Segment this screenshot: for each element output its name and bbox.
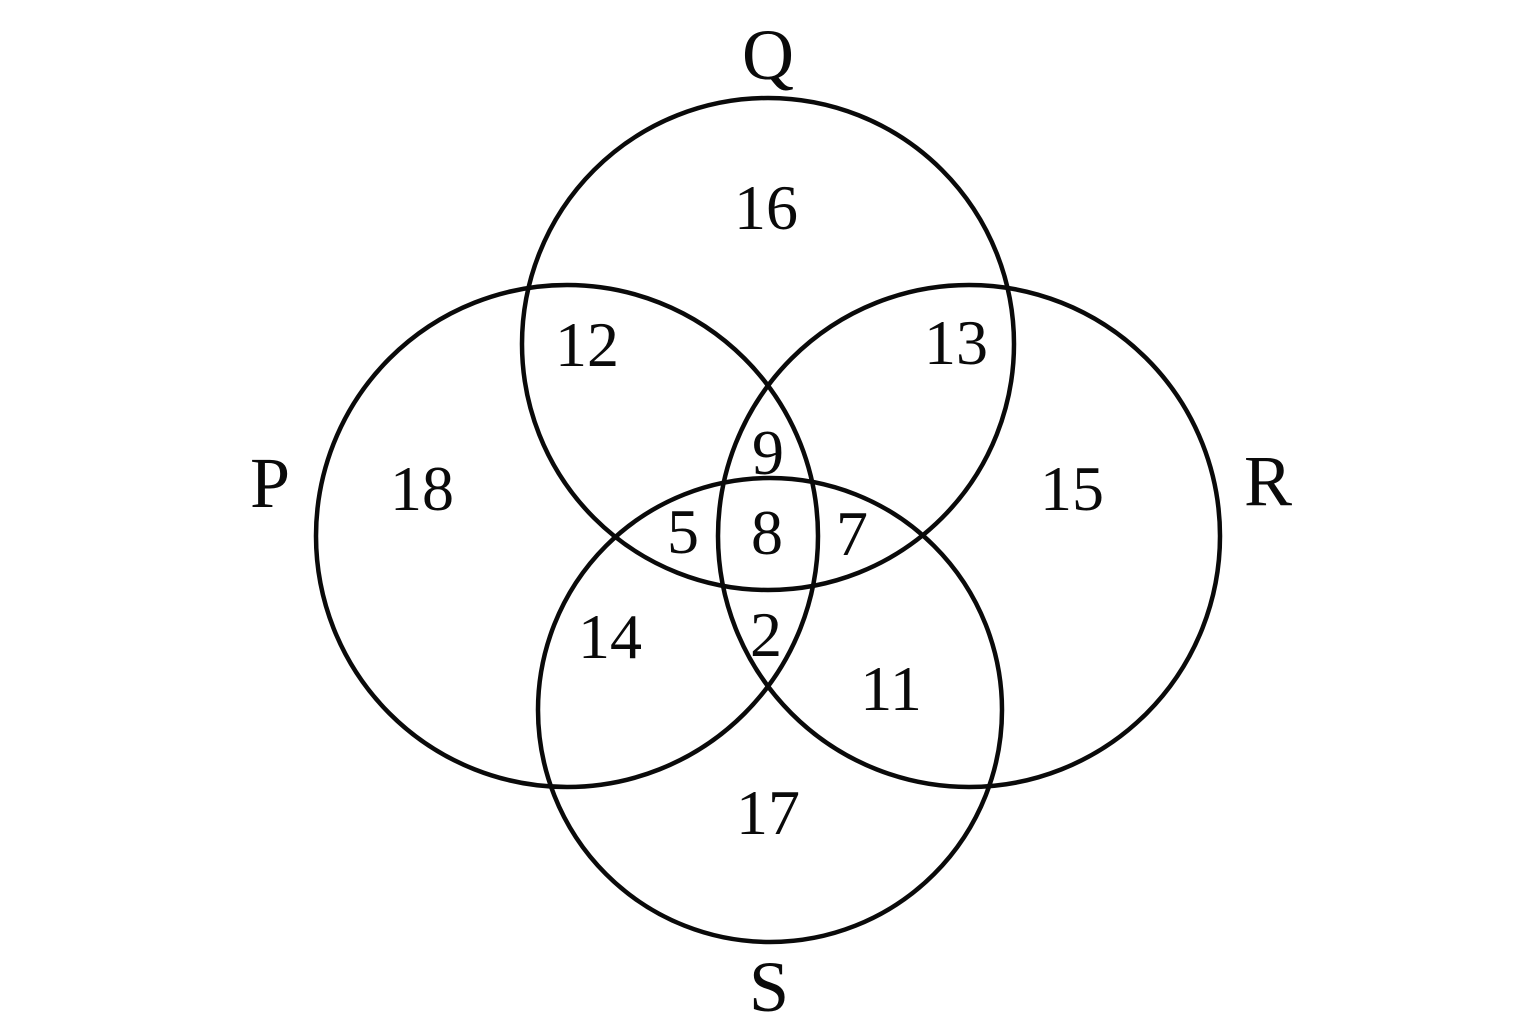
region-value-R-S: 11 bbox=[860, 653, 922, 724]
set-label-P: P bbox=[250, 443, 290, 523]
region-value-P-Q: 12 bbox=[555, 309, 619, 380]
region-value-P-S: 14 bbox=[578, 601, 642, 672]
set-label-S: S bbox=[749, 947, 789, 1024]
set-label-R: R bbox=[1244, 441, 1292, 521]
set-circle-R bbox=[715, 282, 1223, 790]
region-value-R: 15 bbox=[1040, 453, 1104, 524]
set-labels-layer: P Q R S bbox=[250, 15, 1292, 1024]
region-labels-layer: 18 16 15 17 12 13 14 11 95 72 8 bbox=[390, 172, 1104, 848]
region-value-P-Q-S: 5 bbox=[667, 496, 699, 567]
set-label-Q: Q bbox=[742, 15, 794, 95]
region-value-S: 17 bbox=[736, 777, 800, 848]
region-value-Q-R-S: 7 bbox=[836, 498, 868, 569]
region-value-Q-R: 13 bbox=[924, 307, 988, 378]
region-value-P-R-S: 2 bbox=[750, 599, 782, 670]
set-circle-P bbox=[313, 282, 821, 790]
set-circle-S bbox=[535, 475, 1005, 945]
set-circle-Q bbox=[519, 95, 1017, 593]
region-value-Q: 16 bbox=[734, 172, 798, 243]
region-value-P-Q-R: 9 bbox=[752, 417, 784, 488]
circles-layer bbox=[313, 95, 1223, 945]
region-value-P-Q-R-S: 8 bbox=[751, 497, 783, 568]
region-value-P: 18 bbox=[390, 453, 454, 524]
